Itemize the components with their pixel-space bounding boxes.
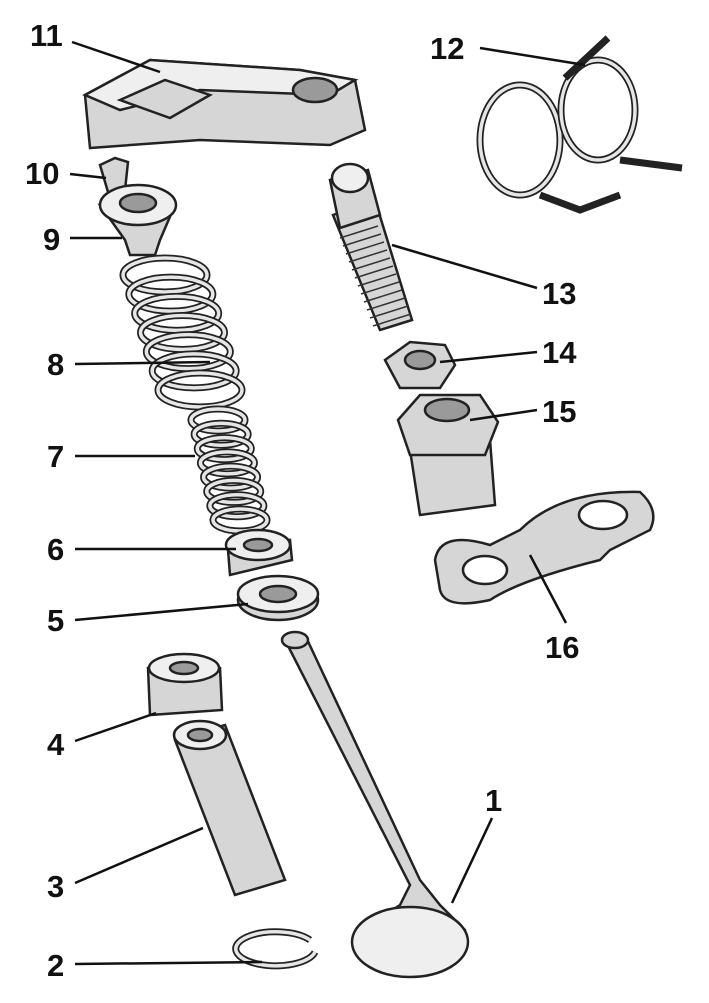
outer-valve-spring	[119, 254, 246, 411]
adjuster-bushing	[396, 393, 500, 517]
thread-line	[363, 289, 403, 303]
spring-coil	[201, 464, 260, 490]
circlip	[232, 928, 319, 970]
leader-line-2	[74, 960, 263, 966]
valve-keepers	[98, 156, 130, 194]
valve-stem-seal	[146, 652, 224, 717]
valve-guide	[172, 719, 287, 897]
label-8: 8	[47, 347, 65, 382]
thread-line	[345, 241, 385, 255]
spring-coil	[127, 275, 215, 313]
leader-line-4	[74, 711, 157, 743]
spring-coil	[138, 313, 227, 352]
label-5: 5	[47, 603, 65, 638]
inner-valve-spring	[187, 405, 271, 535]
lock-nut	[383, 340, 457, 390]
label-13: 13	[542, 276, 577, 311]
spring-seat-washer	[224, 528, 294, 577]
spring-coil	[132, 294, 221, 333]
thread-line	[360, 281, 400, 295]
spring-coil	[150, 352, 238, 390]
spring-coil	[144, 332, 233, 371]
spring-coil	[121, 256, 209, 294]
label-4: 4	[47, 727, 65, 762]
spring-coil	[195, 435, 254, 462]
spring-coil	[204, 478, 263, 505]
leader-line-1	[450, 817, 494, 904]
label-16: 16	[545, 630, 580, 665]
leader-lines	[69, 40, 586, 966]
rocker-spring-clip	[476, 35, 683, 214]
thread-line	[342, 233, 382, 247]
thread-line	[366, 297, 406, 311]
label-9: 9	[43, 222, 61, 257]
thread-line	[372, 313, 412, 327]
thread-line	[354, 265, 394, 279]
thread-line	[357, 273, 397, 287]
spring-coil	[211, 507, 269, 533]
label-15: 15	[542, 394, 577, 429]
spring-coil	[198, 450, 257, 476]
label-11: 11	[30, 18, 63, 53]
adjusting-screw	[328, 162, 414, 332]
leader-line-8	[74, 360, 211, 366]
spring-coil	[192, 421, 250, 448]
label-10: 10	[25, 156, 60, 191]
leader-line-13	[391, 243, 538, 290]
locking-plate	[433, 490, 655, 605]
label-7: 7	[47, 439, 65, 474]
label-14: 14	[542, 335, 577, 370]
leader-line-5	[74, 602, 249, 622]
thread-line	[348, 249, 388, 263]
lower-washer	[236, 574, 320, 622]
leader-line-15	[469, 408, 538, 422]
spring-retainer	[97, 183, 178, 257]
leader-line-12	[479, 46, 586, 67]
label-1: 1	[485, 783, 503, 818]
valve	[280, 630, 470, 979]
label-12: 12	[430, 31, 465, 66]
rocker-arm	[82, 58, 367, 150]
label-6: 6	[47, 532, 65, 567]
thread-line	[369, 305, 409, 319]
leader-line-14	[439, 350, 538, 364]
thread-line	[339, 225, 379, 239]
leader-line-10	[69, 172, 107, 180]
label-3: 3	[47, 869, 65, 904]
spring-coil	[208, 492, 266, 519]
leader-line-11	[71, 40, 161, 74]
thread-line	[351, 257, 391, 271]
label-2: 2	[47, 948, 65, 983]
leader-line-16	[528, 554, 568, 624]
leader-line-3	[74, 826, 204, 885]
spring-coil	[156, 371, 244, 409]
spring-coil	[189, 407, 247, 433]
